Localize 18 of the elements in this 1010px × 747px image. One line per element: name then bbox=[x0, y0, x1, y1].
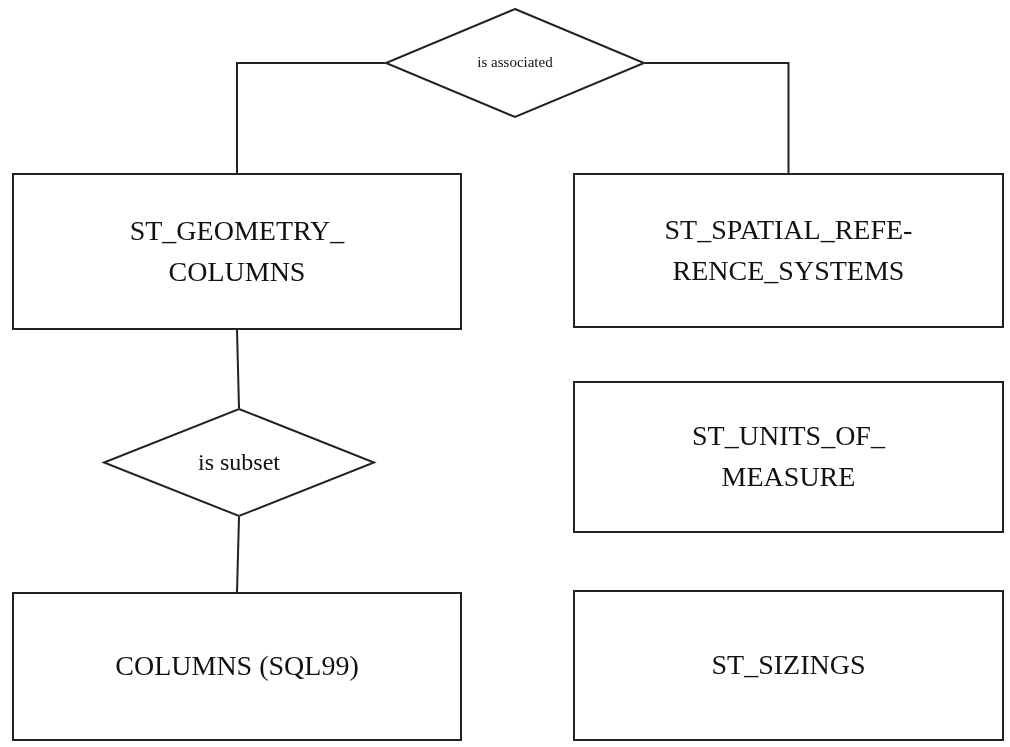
entity-name: ST_GEOMETRY_ COLUMNS bbox=[128, 213, 346, 289]
relationship-label: is subset bbox=[197, 448, 281, 478]
entity-name: COLUMNS (SQL99) bbox=[114, 649, 360, 684]
relationship-label: is associated bbox=[476, 53, 554, 73]
connector-line bbox=[236, 62, 386, 174]
entity-box bbox=[12, 173, 462, 330]
connector-line bbox=[236, 329, 240, 409]
connector-line bbox=[644, 62, 790, 174]
entity-box bbox=[12, 592, 462, 741]
entity-name: ST_UNITS_OF_ MEASURE bbox=[691, 419, 887, 494]
entity-name: ST_SPATIAL_REFE- RENCE_SYSTEMS bbox=[663, 212, 914, 288]
relationship-diamond bbox=[385, 8, 645, 118]
entity-name: ST_SIZINGS bbox=[710, 648, 867, 683]
relationship-diamond bbox=[103, 408, 375, 517]
connector-line bbox=[236, 516, 240, 593]
entity-box bbox=[573, 173, 1004, 328]
entity-box bbox=[573, 381, 1004, 533]
entity-box bbox=[573, 590, 1004, 741]
